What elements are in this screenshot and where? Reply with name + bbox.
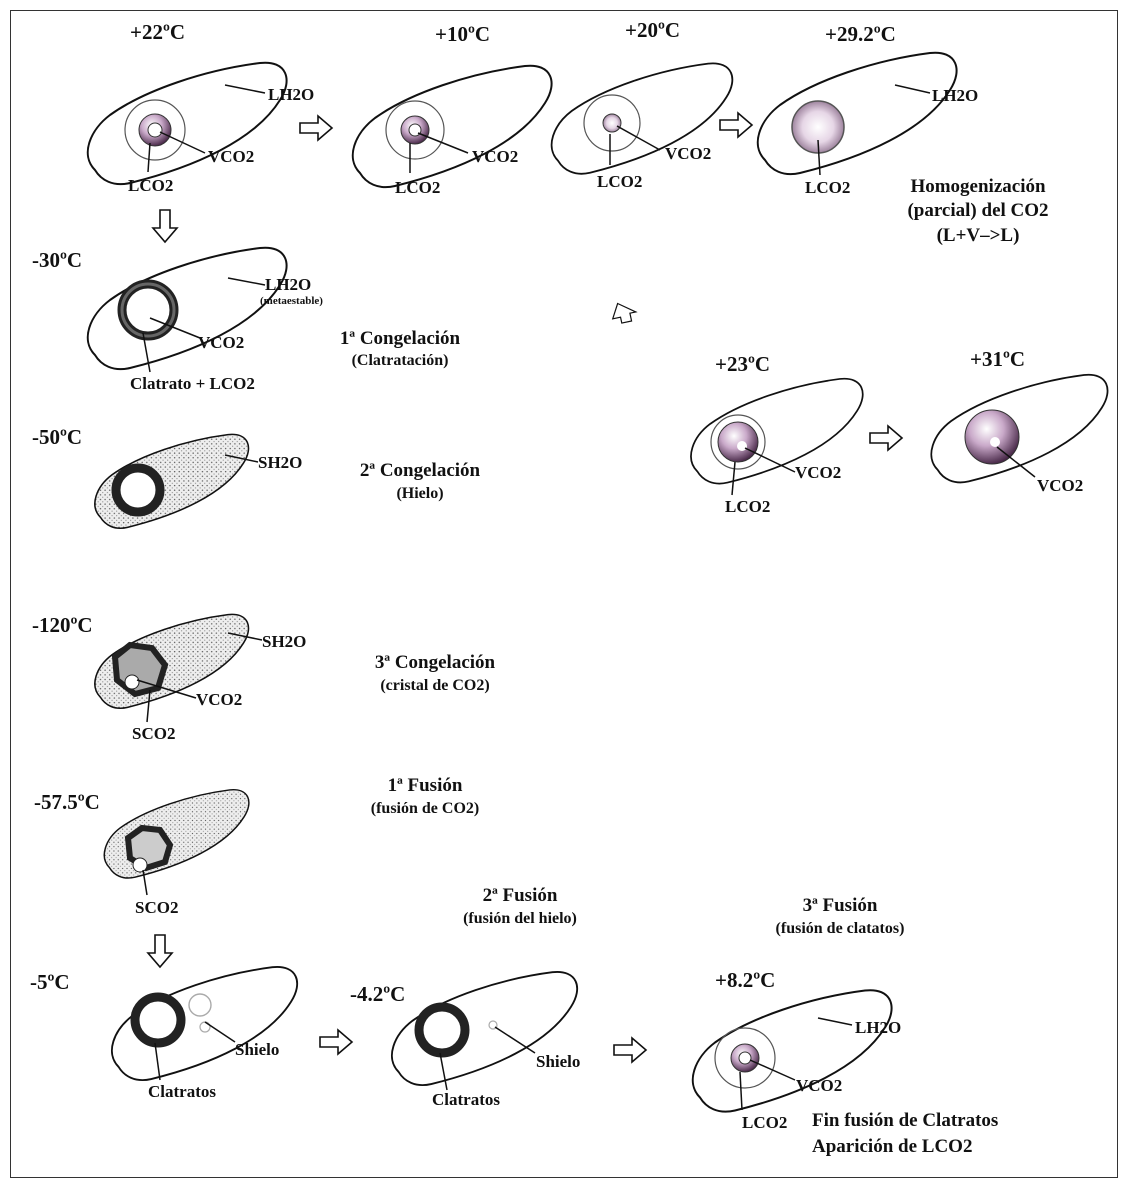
stage-sub: (fusión del hielo) [420,910,620,928]
final-note-2: Aparición de LCO2 [812,1136,972,1158]
phase-label: VCO2 [198,333,244,353]
homogenization-sub: (parcial) del CO2 [878,200,1078,222]
phase-label: LCO2 [805,178,850,198]
phase-label: Clatrato + LCO2 [130,374,255,394]
phase-label: Shielo [235,1040,279,1060]
temp-label: +8.2ºC [715,968,775,992]
stage-title: 1ª Fusión [325,775,525,797]
phase-label: Clatratos [148,1082,216,1102]
phase-label: LH2O [855,1018,901,1038]
stage-title: 2ª Fusión [420,885,620,907]
phase-label: VCO2 [196,690,242,710]
stage-sub: (fusión de clatatos) [740,920,940,938]
phase-label: LH2O [932,86,978,106]
phase-label: VCO2 [796,1076,842,1096]
temp-label: -5ºC [30,970,70,994]
phase-label: LCO2 [128,176,173,196]
phase-label: LCO2 [742,1113,787,1133]
phase-label: LH2O [265,275,311,295]
temp-label: +31ºC [970,347,1025,371]
temp-label: +10ºC [435,22,490,46]
stage-sub: (Clatratación) [300,352,500,370]
phase-label: Shielo [536,1052,580,1072]
phase-label: VCO2 [795,463,841,483]
stage-title: 2ª Congelación [320,460,520,482]
phase-label: SH2O [262,632,306,652]
temp-label: -50ºC [32,425,82,449]
phase-label: VCO2 [472,147,518,167]
temp-label: -57.5ºC [34,790,100,814]
final-note-1: Fin fusión de Clatratos [812,1110,998,1132]
stage-sub: (fusión de CO2) [325,800,525,818]
homogenization-eq: (L+V–>L) [878,225,1078,247]
stage-title: 3ª Fusión [740,895,940,917]
phase-label: LCO2 [725,497,770,517]
phase-label: Clatratos [432,1090,500,1110]
stage-sub: (cristal de CO2) [335,677,535,695]
phase-note: (metaestable) [260,295,323,308]
temp-label: -4.2ºC [350,982,405,1006]
phase-label: SH2O [258,453,302,473]
phase-label: SCO2 [135,898,178,918]
phase-label: LCO2 [597,172,642,192]
temp-label: +20ºC [625,18,680,42]
temp-label: -120ºC [32,613,93,637]
stage-title: 1ª Congelación [300,328,500,350]
phase-label: VCO2 [665,144,711,164]
temp-label: -30ºC [32,248,82,272]
phase-label: VCO2 [1037,476,1083,496]
stage-sub: (Hielo) [320,485,520,503]
temp-label: +29.2ºC [825,22,896,46]
phase-label: LCO2 [395,178,440,198]
stage-title: 3ª Congelación [335,652,535,674]
phase-label: SCO2 [132,724,175,744]
homogenization-title: Homogenización [878,176,1078,198]
temp-label: +22ºC [130,20,185,44]
temp-label: +23ºC [715,352,770,376]
phase-label: VCO2 [208,147,254,167]
phase-label: LH2O [268,85,314,105]
